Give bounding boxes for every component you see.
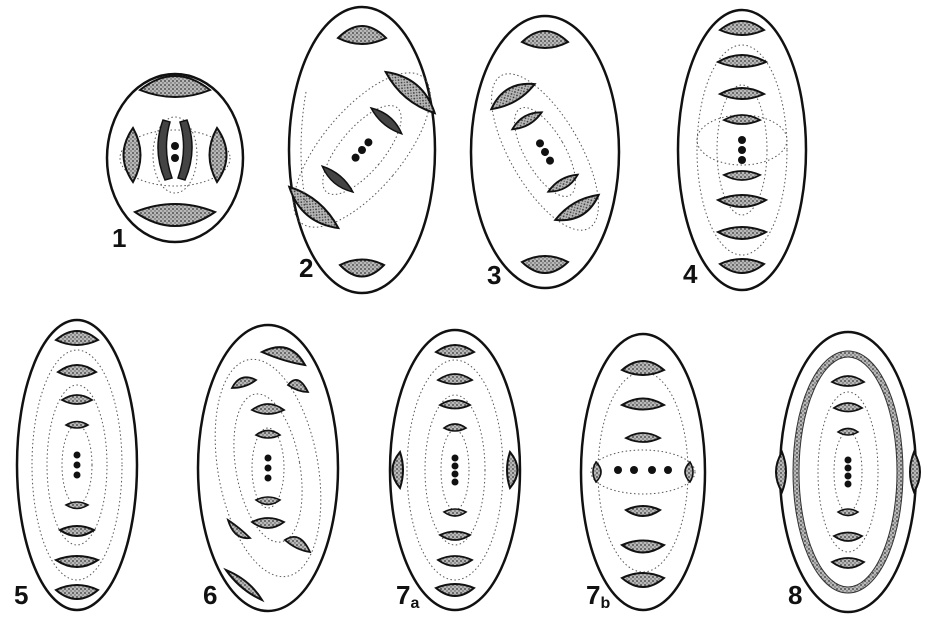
label-text: 7 xyxy=(586,580,600,610)
panel-label-8: 8 xyxy=(788,582,802,608)
panel-5 xyxy=(17,320,137,610)
panel-1 xyxy=(107,74,243,242)
label-text: 8 xyxy=(788,580,802,610)
label-text: 1 xyxy=(112,223,126,253)
panel-7b xyxy=(581,334,705,610)
panel-label-3: 3 xyxy=(487,262,501,288)
panel-7a xyxy=(390,330,520,610)
label-text: 2 xyxy=(299,253,313,283)
label-subscript: b xyxy=(600,595,610,612)
label-text: 7 xyxy=(396,580,410,610)
panel-3 xyxy=(471,16,620,288)
panel-label-5: 5 xyxy=(14,582,28,608)
panel-6 xyxy=(198,325,338,611)
label-text: 3 xyxy=(487,260,501,290)
panel-label-2: 2 xyxy=(299,255,313,281)
panel-label-4: 4 xyxy=(683,261,697,287)
label-text: 4 xyxy=(683,259,697,289)
label-text: 5 xyxy=(14,580,28,610)
label-text: 6 xyxy=(203,580,217,610)
panel-label-7a: 7a xyxy=(396,582,419,608)
panel-2 xyxy=(270,7,453,293)
panel-4 xyxy=(678,10,806,290)
panel-label-6: 6 xyxy=(203,582,217,608)
panel-label-1: 1 xyxy=(112,225,126,251)
label-subscript: a xyxy=(410,595,419,612)
panel-8 xyxy=(776,332,920,612)
panel-label-7b: 7b xyxy=(586,582,610,608)
